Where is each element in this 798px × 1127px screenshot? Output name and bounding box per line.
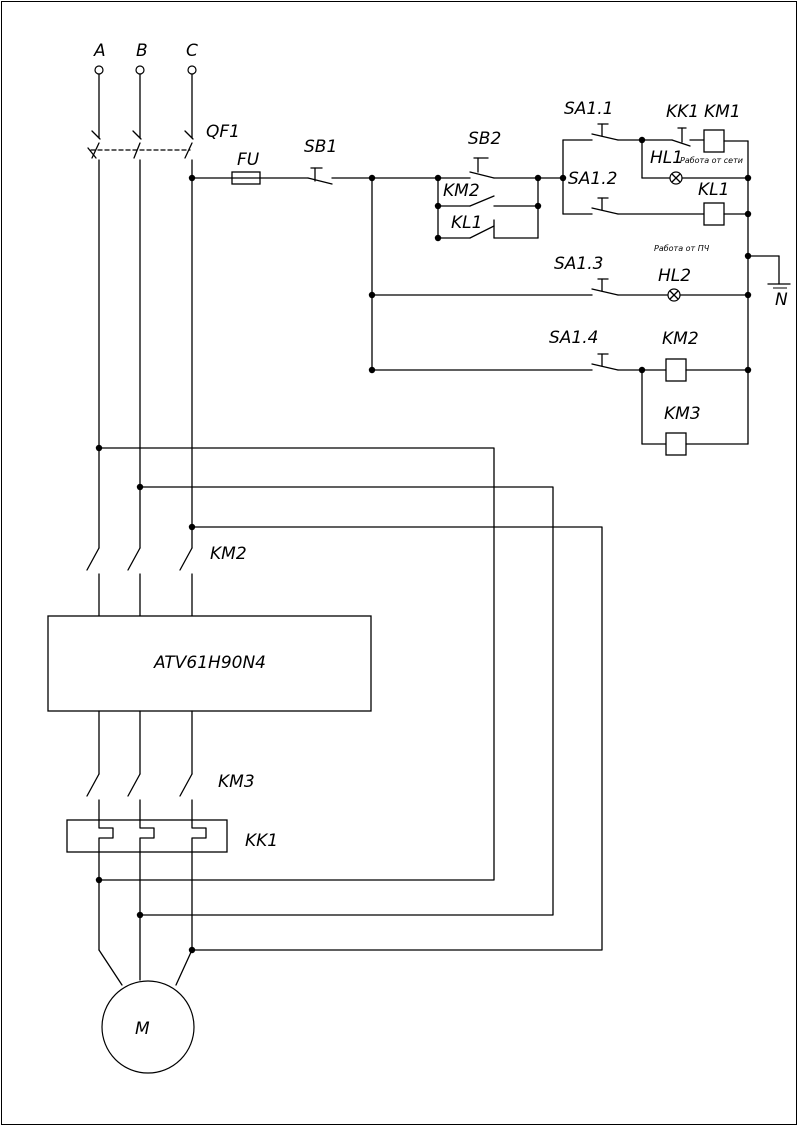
start-button-sb2 [437, 157, 539, 179]
thermal-relay-kk1 [66, 819, 228, 853]
phase-b-label: B [136, 41, 148, 61]
hl1-caption: Работа от сети [680, 156, 743, 165]
sa1-3-label: SA1.3 [554, 254, 603, 274]
kl1-aux-contact [437, 219, 539, 239]
hl2-lamp-label: HL2 [658, 266, 691, 286]
breaker-label: QF1 [206, 122, 240, 142]
coil-km1 [703, 129, 725, 153]
coil-kl1 [703, 202, 725, 226]
switch-sa1-1 [562, 123, 643, 141]
switch-sa1-4 [371, 353, 667, 371]
terminal-a [94, 65, 104, 75]
stop-button-sb1 [307, 167, 333, 185]
km3-coil-label: KM3 [664, 404, 701, 424]
contactor-km2-label: KM2 [210, 544, 247, 564]
km1-coil-label: KM1 [704, 102, 741, 122]
power-circuit [47, 65, 603, 1074]
fuse-label: FU [237, 150, 260, 170]
contactor-km3-power [86, 773, 193, 825]
coil-km2 [665, 358, 687, 382]
thermal-relay-label: KK1 [245, 831, 278, 851]
frequency-drive-block [47, 615, 372, 712]
phase-a-label: A [93, 41, 106, 61]
stop-button-label: SB1 [304, 137, 337, 157]
breaker-qf1 [87, 130, 194, 159]
hl2-caption: Работа от ПЧ [654, 244, 710, 253]
terminal-c [187, 65, 197, 75]
control-circuit [188, 123, 791, 456]
hl1-lamp-label: HL1 [650, 148, 683, 168]
contactor-km3-label: KM3 [218, 772, 255, 792]
coil-km3 [665, 432, 687, 456]
km2-aux-contact [437, 195, 539, 207]
km2-coil-label: KM2 [662, 329, 699, 349]
bypass-lines [95, 444, 603, 954]
kk1-contact-label: KK1 [666, 102, 699, 122]
sa1-4-label: SA1.4 [549, 328, 598, 348]
phase-c-label: C [186, 41, 198, 61]
contactor-km2-power [86, 547, 193, 617]
kl1-contact-label: KL1 [451, 213, 482, 233]
km2-contact-label: KM2 [443, 181, 480, 201]
kl1-coil-label: KL1 [698, 180, 729, 200]
start-button-label: SB2 [468, 129, 501, 149]
thermal-contact-kk1 [641, 127, 705, 147]
switch-sa1-2 [562, 197, 705, 215]
drive-label: ATV61H90N4 [153, 653, 266, 673]
sa1-2-label: SA1.2 [568, 169, 617, 189]
sa1-1-label: SA1.1 [564, 99, 613, 119]
motor-symbol [101, 980, 195, 1074]
switch-sa1-3 [371, 278, 669, 296]
terminal-b [135, 65, 145, 75]
neutral-label: N [775, 290, 788, 310]
motor-label: M [135, 1019, 150, 1039]
